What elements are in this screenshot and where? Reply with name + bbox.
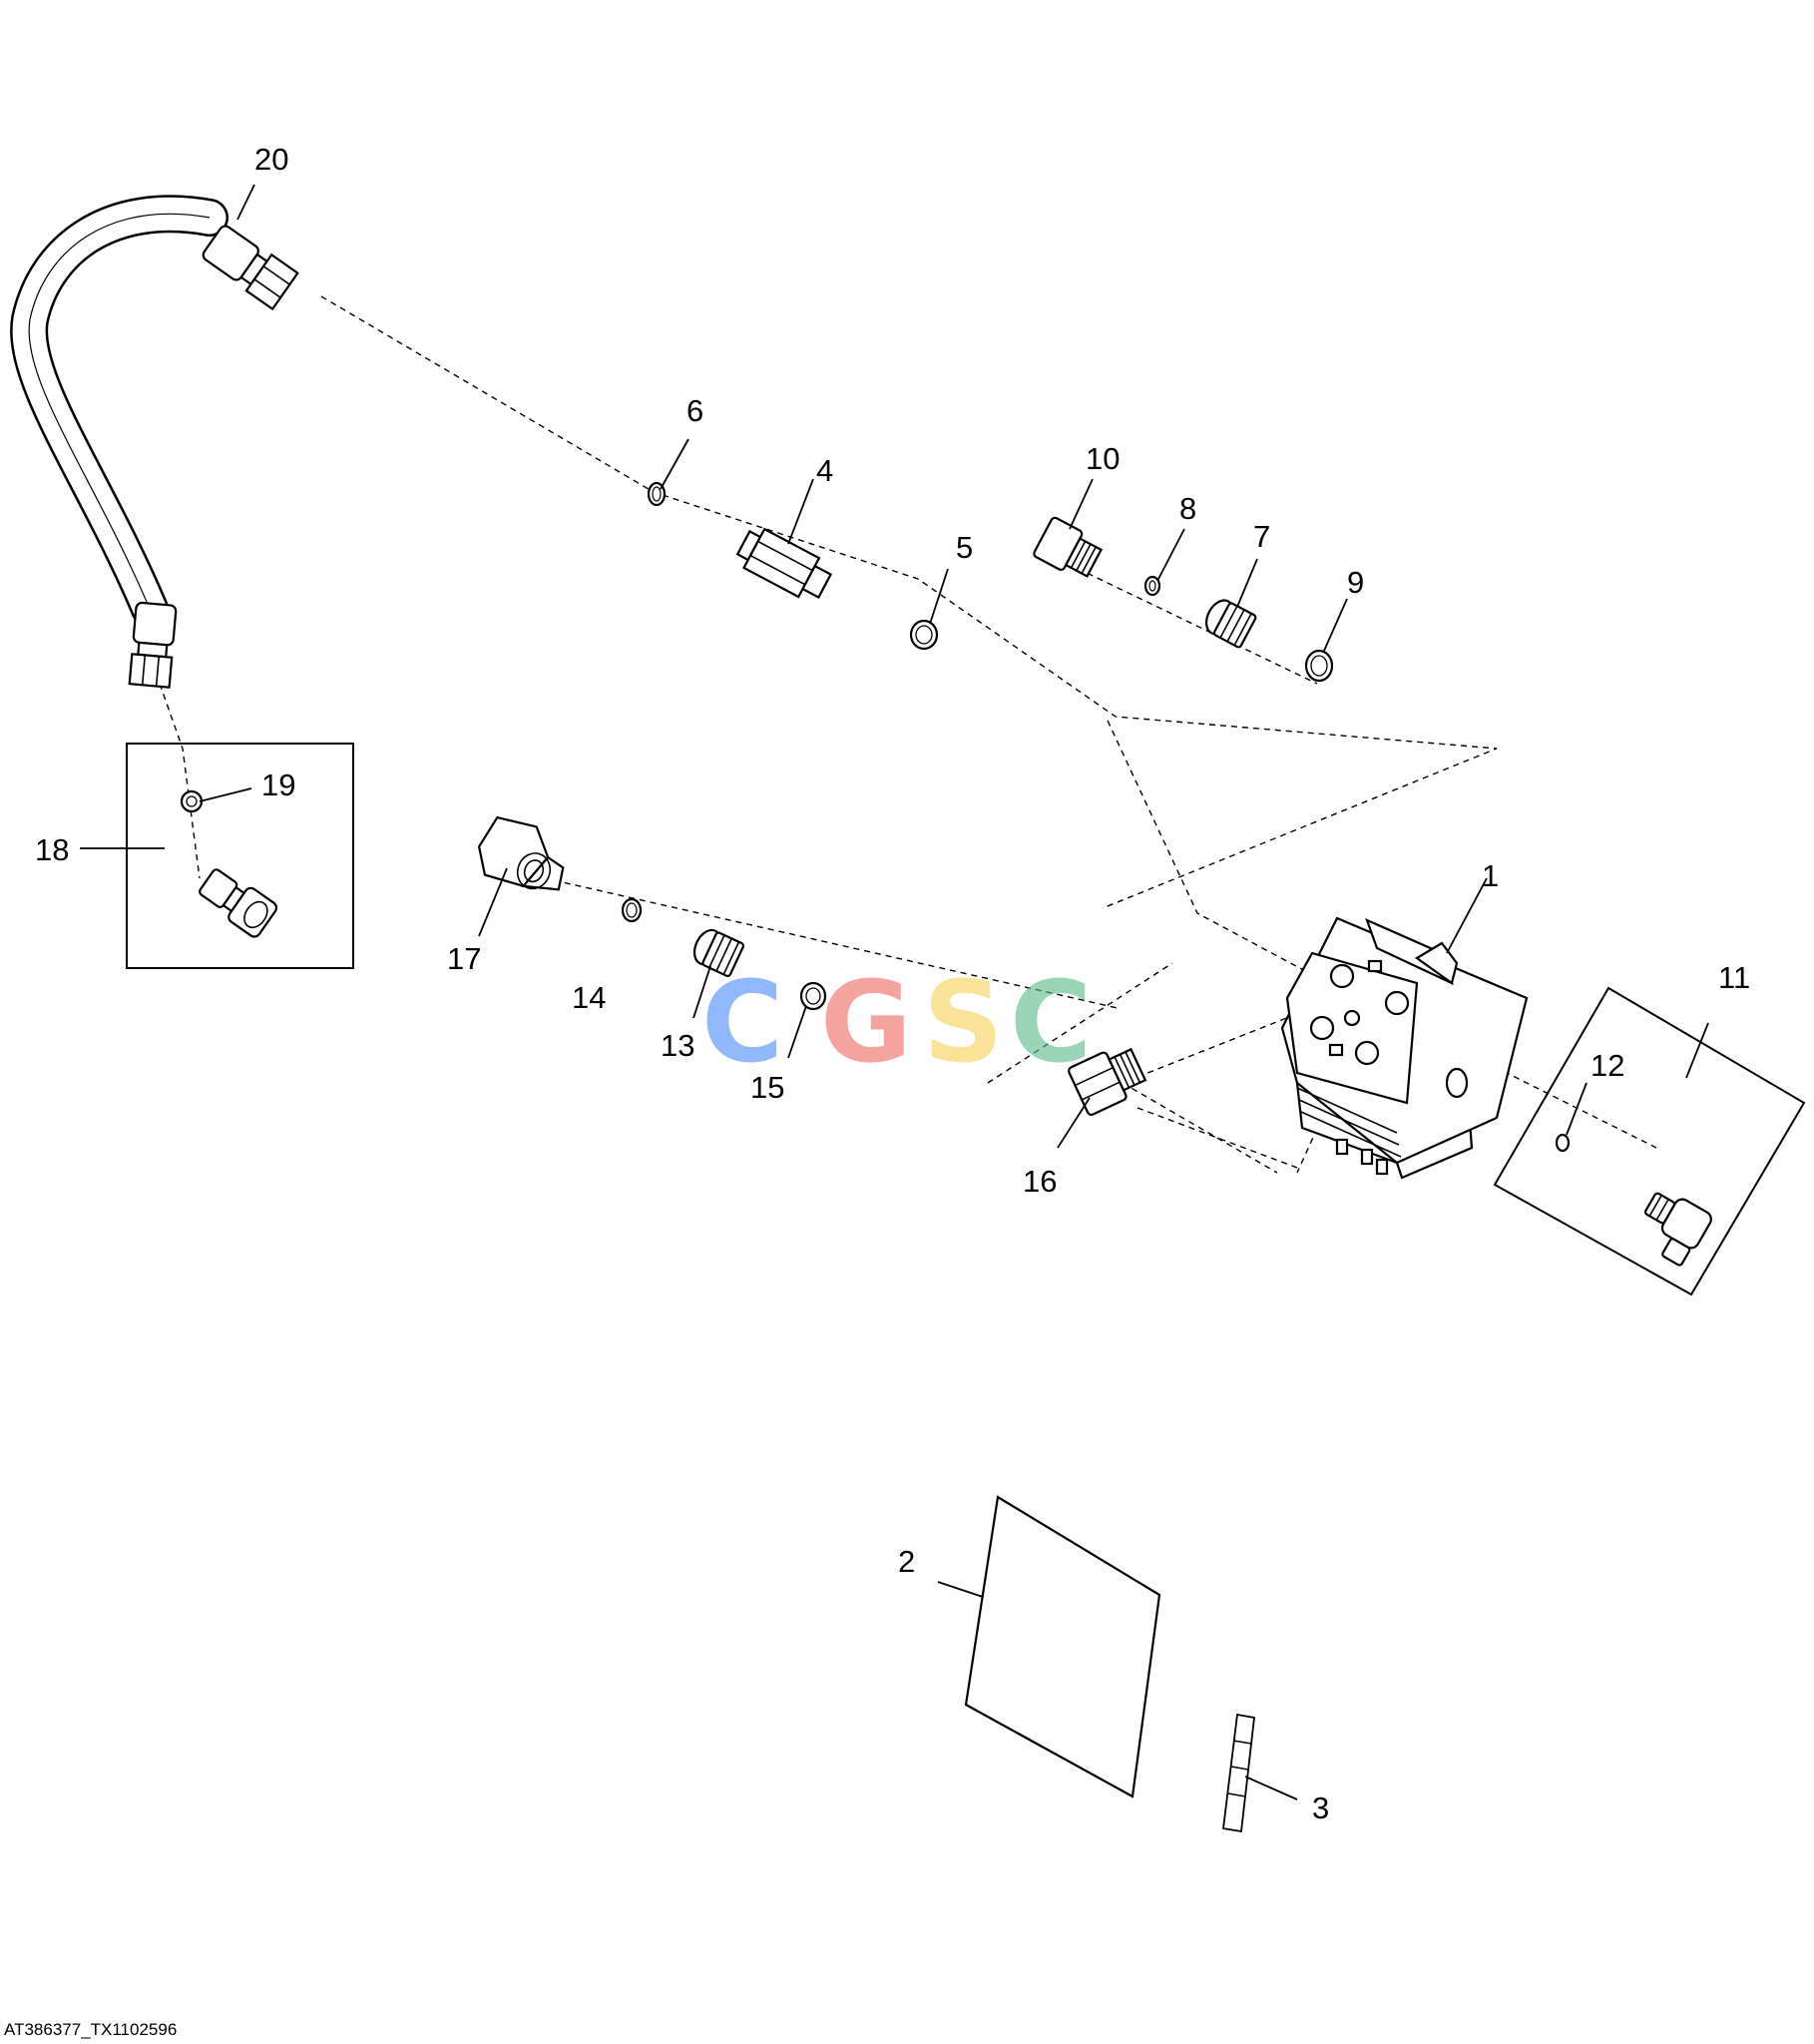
callout-14: 14 — [572, 980, 606, 1015]
callout-11: 11 — [1718, 960, 1750, 995]
callout-4: 4 — [816, 453, 833, 488]
callout-6: 6 — [686, 393, 703, 428]
callout-labels: 20 6 4 5 10 8 7 9 1 11 12 19 18 17 14 13… — [35, 142, 1750, 1825]
callout-2: 2 — [898, 1544, 915, 1579]
watermark: C G S C — [701, 958, 1092, 1088]
watermark-letter: S — [923, 958, 1004, 1088]
callout-1: 1 — [1482, 858, 1499, 893]
callout-15: 15 — [750, 1070, 784, 1105]
union-fitting-4 — [735, 527, 833, 600]
o-ring-8 — [1143, 575, 1161, 597]
callout-5: 5 — [956, 530, 973, 565]
callout-17: 17 — [447, 941, 481, 976]
callout-10: 10 — [1086, 441, 1120, 476]
callout-18: 18 — [35, 832, 69, 867]
o-ring-5 — [909, 619, 939, 651]
callout-8: 8 — [1179, 491, 1196, 526]
callout-16: 16 — [1023, 1164, 1057, 1199]
callout-9: 9 — [1347, 565, 1364, 600]
steering-valve-1 — [1280, 916, 1529, 1180]
sheet-2 — [964, 1495, 1161, 1798]
callout-7: 7 — [1253, 519, 1270, 554]
o-ring-14 — [621, 897, 643, 923]
watermark-letter: C — [1010, 958, 1092, 1088]
adapter-13 — [692, 928, 745, 978]
kit-box-18 — [126, 743, 354, 969]
callout-20: 20 — [254, 142, 288, 177]
callout-19: 19 — [261, 767, 295, 802]
leader-lines — [80, 184, 1709, 1800]
fitting-10 — [1033, 516, 1104, 578]
figure-id: AT386377_TX1102596 — [4, 2020, 178, 2039]
o-ring-15 — [799, 981, 827, 1011]
label-strip-3 — [1222, 1713, 1255, 1833]
callout-13: 13 — [661, 1028, 694, 1063]
o-ring-9 — [1304, 649, 1334, 683]
watermark-letter: G — [820, 958, 912, 1088]
kit-box-11 — [1493, 986, 1806, 1296]
hose-20 — [10, 195, 299, 689]
fitting-17 — [477, 815, 565, 891]
watermark-letter: C — [701, 958, 783, 1088]
adapter-7 — [1204, 599, 1257, 649]
callout-3: 3 — [1312, 1790, 1329, 1825]
callout-12: 12 — [1590, 1048, 1624, 1083]
fitting-16 — [1068, 1047, 1147, 1117]
